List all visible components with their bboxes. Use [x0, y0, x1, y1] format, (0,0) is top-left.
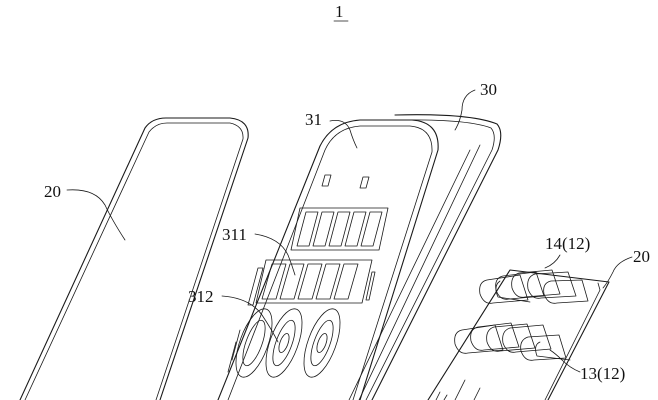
left-cover-panel — [19, 117, 249, 400]
lower-massage-heads — [454, 322, 571, 361]
right-module-board — [427, 269, 610, 400]
leader-31 — [329, 120, 358, 149]
leader-311 — [254, 233, 296, 276]
label-14: 14(12) — [545, 234, 590, 253]
leader-20-right — [602, 256, 633, 289]
leader-20-left — [66, 189, 126, 241]
label-30: 30 — [480, 80, 497, 99]
label-20-right: 20 — [633, 247, 650, 266]
leader-30 — [454, 89, 476, 131]
upper-slot-array — [290, 207, 389, 251]
support-frame — [217, 119, 439, 400]
leader-14 — [544, 254, 561, 269]
label-20-left: 20 — [44, 182, 61, 201]
label-31: 31 — [305, 110, 322, 129]
figure-number: 1 — [335, 2, 344, 21]
upper-massage-heads — [479, 269, 589, 304]
small-vents — [321, 174, 370, 189]
lower-cut-lines — [435, 379, 481, 400]
label-312: 312 — [188, 287, 214, 306]
leader-312 — [221, 295, 279, 343]
label-311: 311 — [222, 225, 247, 244]
label-13: 13(12) — [580, 364, 625, 383]
leader-13 — [549, 349, 581, 373]
housing-shell — [348, 114, 502, 400]
circular-openings — [227, 308, 341, 378]
